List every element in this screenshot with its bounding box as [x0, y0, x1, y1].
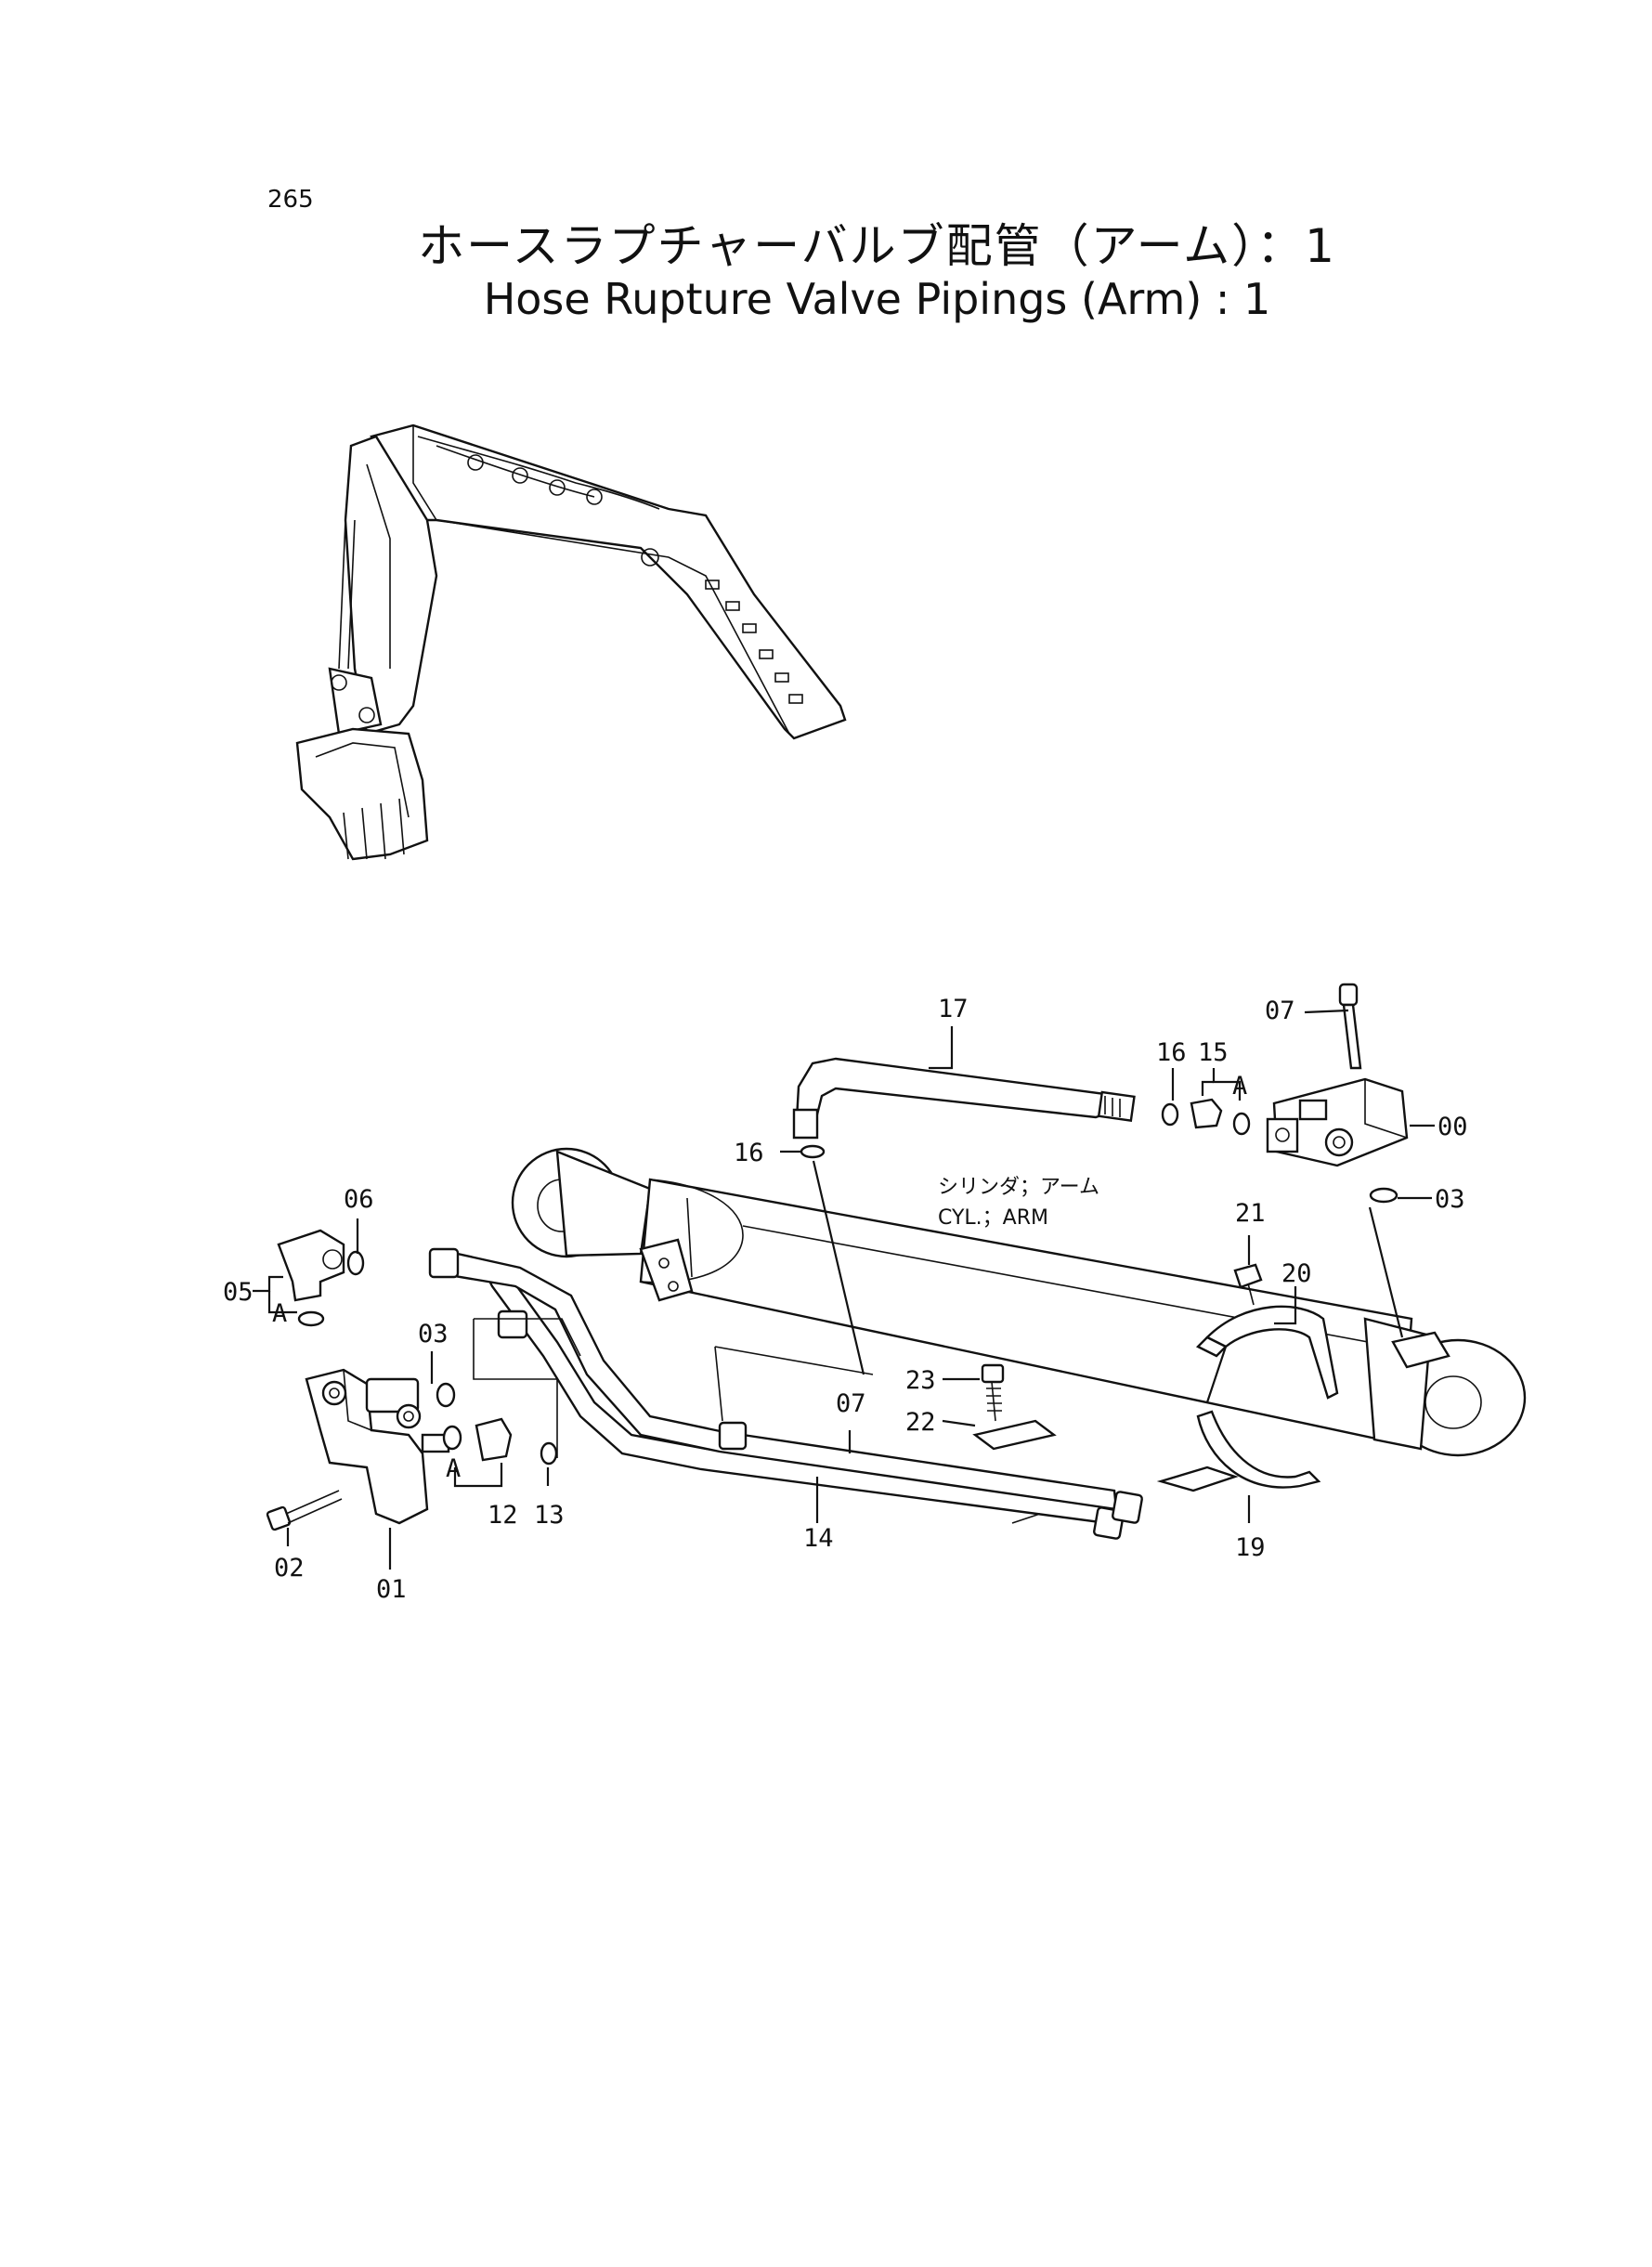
bolt-07-upper [1338, 983, 1362, 1070]
callout-21: 21 [1235, 1199, 1266, 1228]
callout-17: 17 [938, 995, 969, 1023]
o-ring-13 [540, 1441, 558, 1466]
callout-07-upper: 07 [1265, 997, 1295, 1025]
callout-01: 01 [376, 1575, 407, 1604]
clamp-20 [1195, 1305, 1339, 1400]
valve-body-01 [305, 1368, 450, 1525]
leader-lines [253, 1009, 1435, 1570]
o-ring-a-upper [1232, 1112, 1251, 1136]
o-ring-16b [800, 1144, 826, 1159]
callout-15: 15 [1198, 1038, 1229, 1067]
pipe-07 [428, 1247, 1143, 1524]
plate-22 [972, 1419, 1057, 1451]
callout-16-lower: 16 [734, 1139, 764, 1167]
page-number: 265 [267, 186, 314, 214]
callout-a-lower: A [446, 1454, 461, 1483]
callout-03-left: 03 [418, 1320, 449, 1348]
hose-rupture-valve-00 [1266, 1077, 1409, 1167]
callout-19: 19 [1235, 1533, 1266, 1562]
adapter-12 [475, 1417, 513, 1462]
excavator-arm-illustration [295, 423, 847, 861]
callout-23: 23 [905, 1366, 936, 1395]
callout-a-upper: A [1232, 1072, 1247, 1101]
o-ring-16a [1161, 1102, 1179, 1127]
bolt-23 [981, 1363, 1005, 1422]
callout-02: 02 [274, 1554, 305, 1583]
bolt-21 [1233, 1263, 1263, 1306]
callout-22: 22 [905, 1408, 936, 1437]
adapter-15 [1190, 1098, 1223, 1129]
elbow-fitting-05 [277, 1229, 345, 1302]
callout-labels: 17 07 16 15 A 00 03 16 21 20 19 23 22 07… [223, 995, 1468, 1604]
callout-14: 14 [803, 1524, 834, 1553]
cylinder-label-en: CYL.；ARM [938, 1206, 1048, 1230]
callout-13: 13 [534, 1501, 565, 1530]
clamp-19 [1156, 1410, 1321, 1492]
callout-03-upper: 03 [1435, 1185, 1465, 1214]
page-title-japanese: ホースラプチャーバルブ配管（アーム）：1 [418, 219, 1336, 273]
callout-12: 12 [488, 1501, 518, 1530]
callout-06: 06 [344, 1185, 374, 1214]
o-ring-a-lower [442, 1425, 462, 1451]
o-ring-03-upper [1369, 1187, 1398, 1204]
page-title-english: Hose Rupture Valve Pipings (Arm) : 1 [483, 274, 1271, 324]
hose-17 [792, 1057, 1136, 1140]
bolt-02 [266, 1490, 343, 1531]
callout-07-lower: 07 [836, 1389, 866, 1418]
o-ring-06 [346, 1250, 365, 1276]
o-ring-a-left [297, 1310, 325, 1327]
o-ring-03-left [436, 1382, 456, 1408]
cylinder-label-jp: シリンダ；アーム [938, 1176, 1099, 1199]
callout-a-left: A [272, 1299, 287, 1328]
callout-00: 00 [1437, 1113, 1468, 1141]
callout-05: 05 [223, 1278, 254, 1307]
callout-20: 20 [1281, 1259, 1312, 1288]
callout-16-upper: 16 [1156, 1038, 1187, 1067]
